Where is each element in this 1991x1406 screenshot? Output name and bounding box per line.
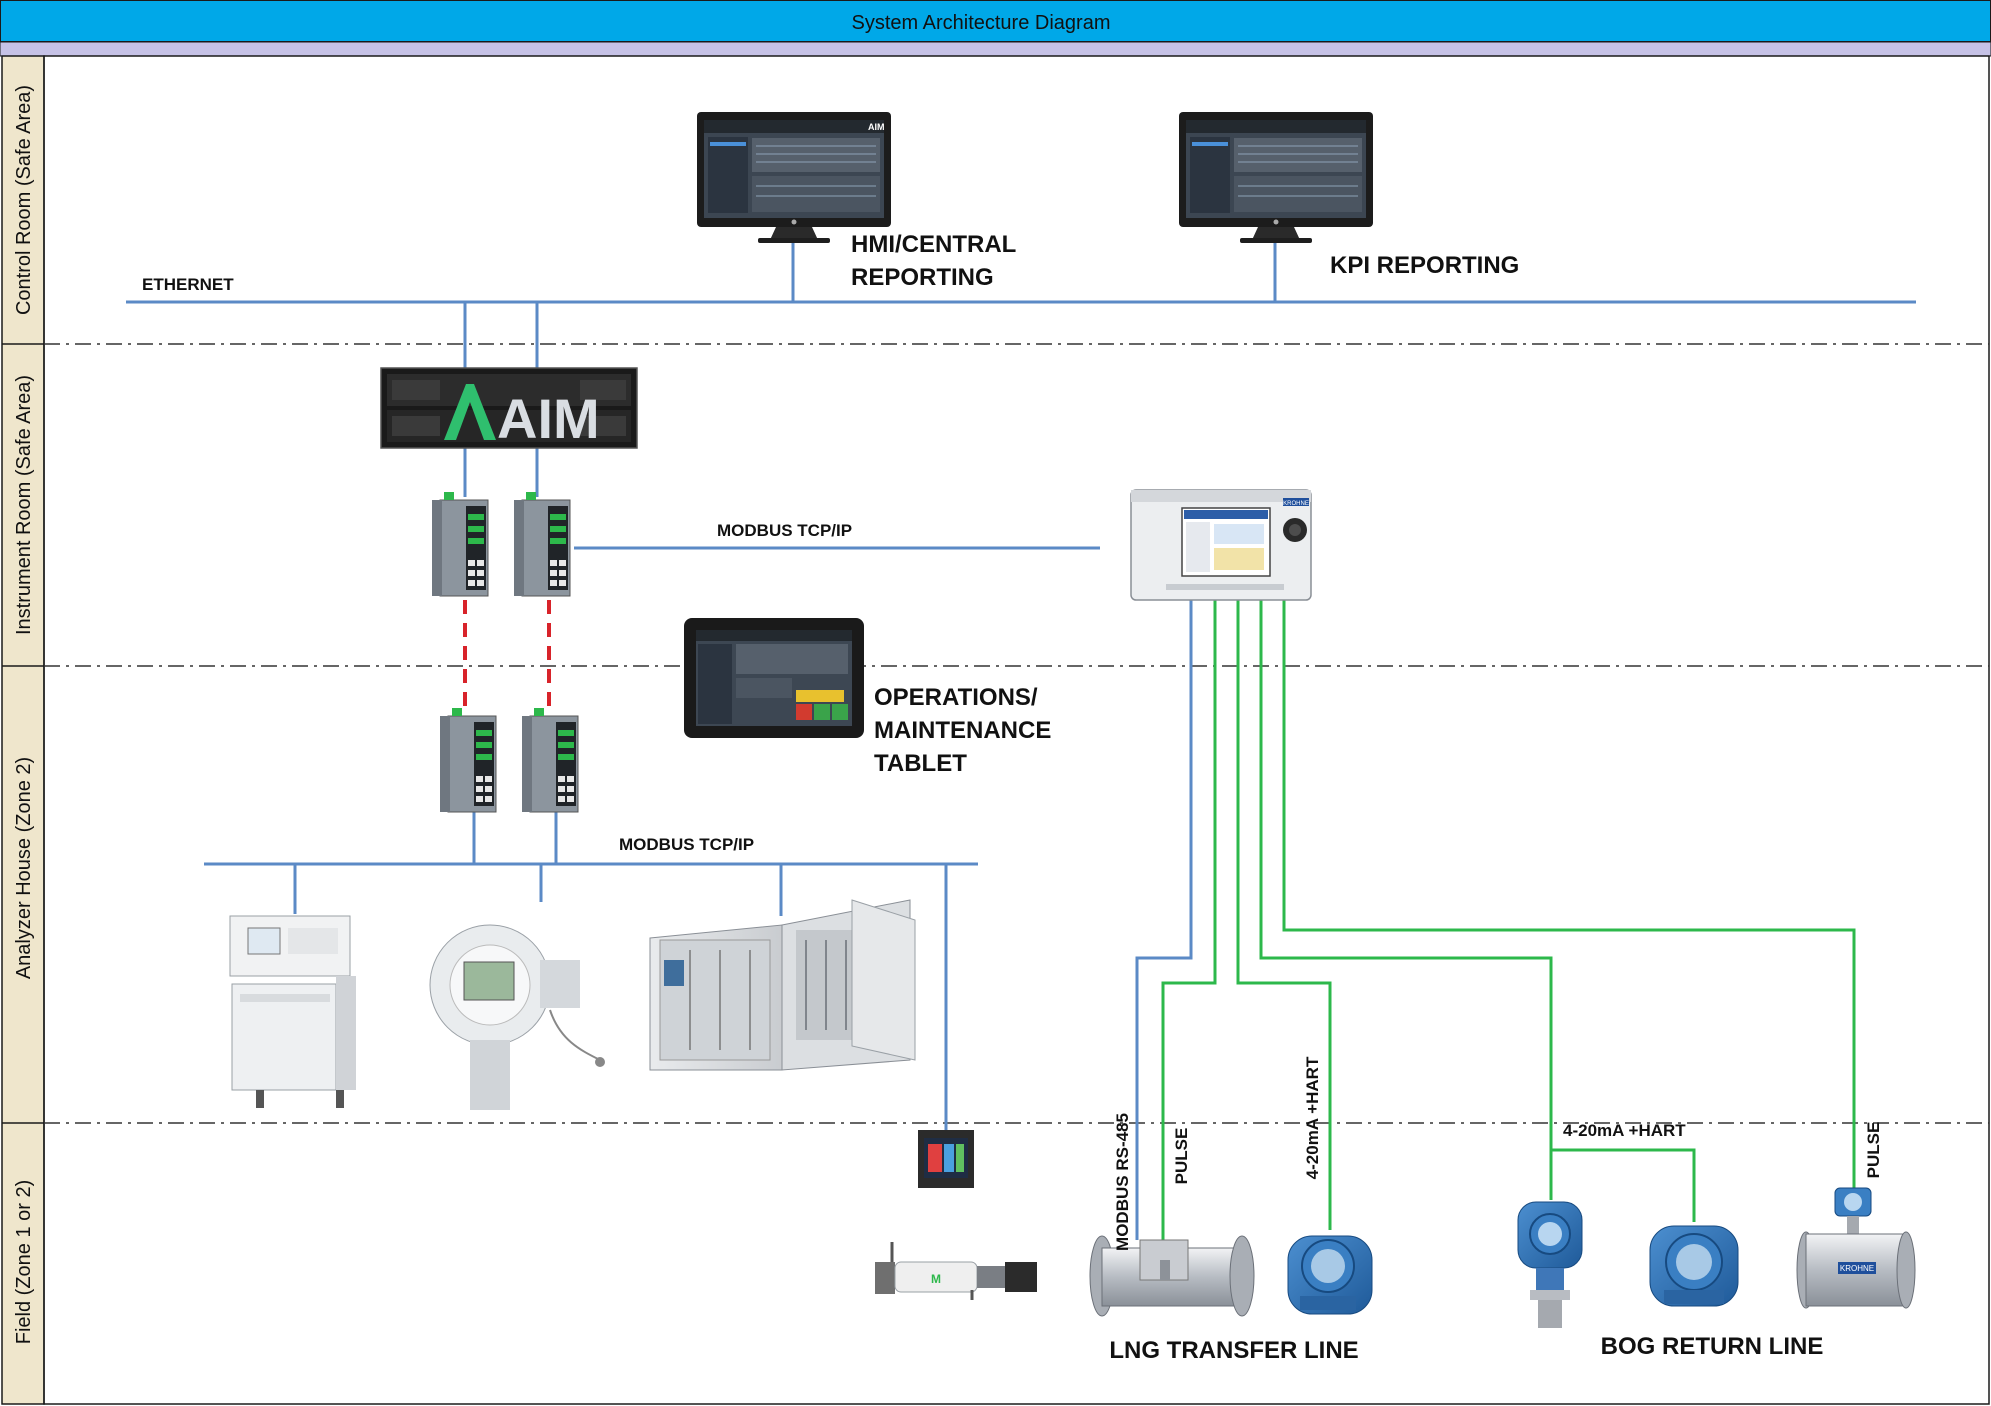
meter-brand-label: KROHNE (1840, 1264, 1874, 1273)
sampling-probe[interactable]: M (875, 1242, 1037, 1300)
lng-transfer-line-label: LNG TRANSFER LINE (1109, 1337, 1358, 1364)
fiber-links (463, 600, 551, 712)
hart-line-transfer (1236, 600, 1332, 1230)
diagram-frame (43, 55, 1990, 1405)
aim-server[interactable]: AIM (380, 367, 638, 450)
page-title: System Architecture Diagram (852, 12, 1111, 34)
pulse-line-transfer (1161, 600, 1217, 1240)
ethernet-label: ETHERNET (142, 275, 234, 294)
zone-sidebar (1, 55, 45, 1405)
hmi-monitor[interactable]: AIM (697, 112, 891, 243)
bog-return-line-label: BOG RETURN LINE (1601, 1333, 1824, 1360)
hmi-label-line1: HMI/CENTRAL (851, 231, 1016, 258)
pulse-label-bog: PULSE (1864, 1122, 1883, 1179)
kpi-label: KPI REPORTING (1330, 252, 1519, 279)
modbus-tcp-label-lower: MODBUS TCP/IP (619, 835, 754, 854)
panel-recorder[interactable] (918, 1130, 974, 1188)
modbus-rs485-line (1135, 600, 1193, 1240)
pulse-line-bog (1282, 600, 1856, 1190)
svg-text:M: M (931, 1272, 941, 1286)
hart-label-transfer: 4-20mA +HART (1303, 1056, 1322, 1179)
switch-lower-right[interactable] (522, 708, 579, 813)
sample-system-cabinet[interactable] (649, 899, 916, 1071)
ethernet-network (126, 240, 1916, 1240)
hart-line-bog (1259, 600, 1696, 1222)
pulse-label-transfer: PULSE (1172, 1128, 1191, 1185)
tablet-label-line1: OPERATIONS/ (874, 684, 1038, 711)
server-aim-logo: AIM (497, 387, 600, 450)
gas-chromatograph[interactable] (229, 915, 356, 1108)
kpi-monitor[interactable] (1179, 112, 1373, 243)
zone-label-field: Field (Zone 1 or 2) (13, 1180, 35, 1345)
zone-dividers (44, 343, 1989, 1124)
switch-lower-left[interactable] (440, 708, 497, 813)
zone-label-control-room: Control Room (Safe Area) (13, 85, 35, 315)
vortex-flowmeter-bog[interactable]: KROHNE (1796, 1187, 1916, 1309)
temperature-transmitter-transfer[interactable] (1287, 1235, 1373, 1315)
pressure-transmitter-bog[interactable] (1517, 1201, 1583, 1328)
monitor-aim-logo: AIM (868, 122, 885, 132)
gas-analyzer-probe[interactable] (429, 924, 605, 1110)
modbus-tcp-label-upper: MODBUS TCP/IP (717, 521, 852, 540)
zone-label-instrument-room: Instrument Room (Safe Area) (13, 375, 35, 635)
header-strip (0, 41, 1991, 57)
signal-lines (1161, 600, 1856, 1240)
flow-computer-brand: KROHNE (1283, 501, 1309, 507)
zone-label-analyzer-house: Analyzer House (Zone 2) (13, 757, 35, 979)
switch-upper-right[interactable] (514, 492, 571, 597)
switch-upper-left[interactable] (432, 492, 489, 597)
temperature-transmitter-bog[interactable] (1649, 1225, 1739, 1307)
tablet-label-line3: TABLET (874, 750, 967, 777)
flow-computer[interactable]: KROHNE (1130, 489, 1312, 601)
modbus-rs485-label: MODBUS RS-485 (1113, 1113, 1132, 1251)
tablet-label-line2: MAINTENANCE (874, 717, 1051, 744)
hart-label-bog: 4-20mA +HART (1563, 1121, 1686, 1140)
operations-tablet[interactable] (684, 618, 864, 738)
hmi-label-line2: REPORTING (851, 264, 994, 291)
ultrasonic-flowmeter-transfer[interactable] (1089, 1235, 1255, 1317)
